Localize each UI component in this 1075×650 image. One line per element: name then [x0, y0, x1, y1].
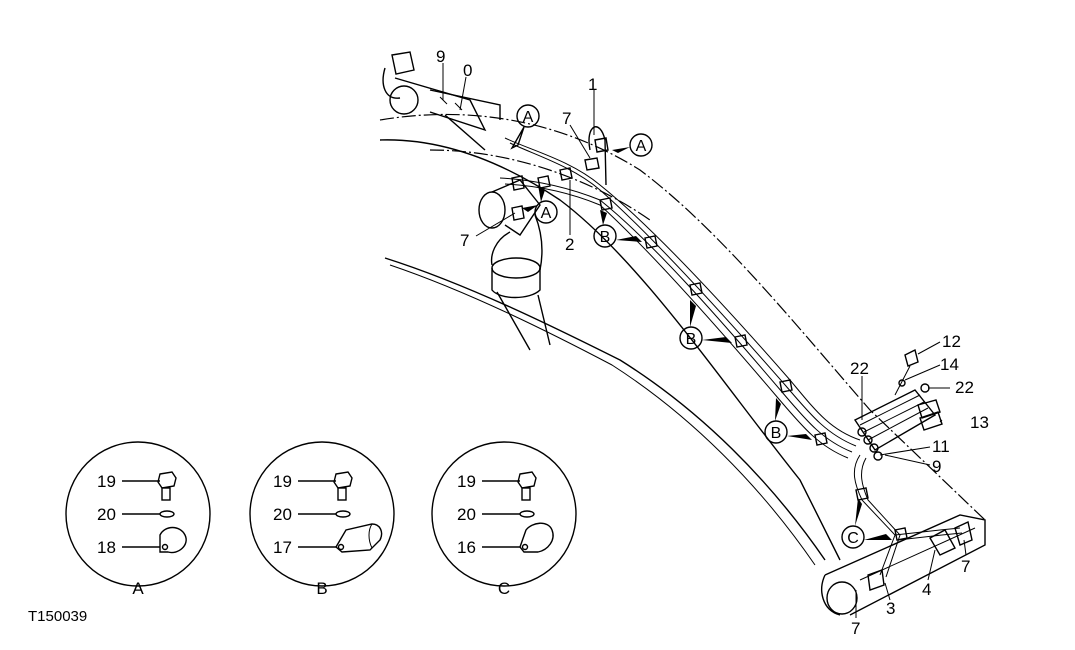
callout-7-left: 7: [460, 231, 469, 250]
svg-text:20: 20: [457, 505, 476, 524]
detail-b: 19 20 17 B: [249, 441, 395, 598]
detail-b-label: B: [316, 579, 327, 598]
callout-0-top: 0: [463, 61, 472, 80]
callout-22-right: 22: [955, 378, 974, 397]
hydraulic-line-bundle: [499, 126, 861, 459]
callout-7-right: 7: [961, 557, 970, 576]
clamp-marker-b-1: B: [593, 210, 642, 248]
bolt-icon: [157, 471, 177, 501]
detail-a: 19 20 18 A: [65, 441, 211, 598]
clamp-marker-b-3: B: [764, 398, 812, 444]
clamp-marker-a-top: A: [510, 104, 540, 150]
svg-text:17: 17: [273, 538, 292, 557]
svg-text:C: C: [847, 530, 859, 547]
svg-text:20: 20: [97, 505, 116, 524]
part-callouts: 9 0 1 7 7 2 12 14 22 22 13 11 9 3 4 7 7: [436, 47, 989, 638]
bolt-icon: [517, 471, 537, 501]
svg-text:19: 19: [457, 472, 476, 491]
callout-14: 14: [940, 355, 959, 374]
clamp-marker-a-right: A: [612, 133, 653, 157]
washer-icon: [159, 510, 175, 518]
callout-7-bottom: 7: [851, 619, 860, 638]
callout-7-upper: 7: [562, 109, 571, 128]
callout-22-left: 22: [850, 359, 869, 378]
svg-text:B: B: [600, 229, 611, 246]
svg-text:A: A: [636, 138, 647, 155]
clamp-icon: [335, 523, 383, 553]
detail-c-label: C: [498, 579, 510, 598]
washer-icon: [335, 510, 351, 518]
detail-a-label: A: [132, 579, 144, 598]
boom-outline: [379, 113, 986, 616]
callout-11: 11: [932, 437, 950, 456]
clamp-marker-b-2: B: [679, 300, 732, 350]
clamp-marker-a-mid: A: [522, 185, 558, 224]
callout-9-top: 9: [436, 47, 445, 66]
figure-id: T150039: [28, 608, 87, 625]
svg-text:19: 19: [273, 472, 292, 491]
callout-13: 13: [970, 413, 989, 432]
svg-text:19: 19: [97, 472, 116, 491]
svg-text:20: 20: [273, 505, 292, 524]
manifold-block: [853, 348, 943, 461]
callout-9-right: 9: [932, 457, 941, 476]
svg-text:A: A: [523, 109, 534, 126]
callout-3: 3: [886, 599, 895, 618]
clamp-icon: [159, 526, 187, 554]
lower-line-bundle: [853, 454, 973, 591]
bolt-icon: [333, 471, 353, 501]
callout-4: 4: [922, 580, 931, 599]
leader-lines: [442, 63, 967, 618]
svg-text:B: B: [771, 425, 782, 442]
svg-text:16: 16: [457, 538, 476, 557]
washer-icon: [519, 510, 535, 518]
top-left-fitting-block: [382, 51, 501, 151]
clamp-icon: [519, 522, 554, 553]
clamp-marker-c-1: C: [841, 498, 892, 549]
detail-c: 19 20 16 C: [431, 441, 577, 598]
callout-2: 2: [565, 235, 574, 254]
svg-text:B: B: [686, 331, 697, 348]
svg-text:A: A: [541, 205, 552, 222]
callout-12: 12: [942, 332, 961, 351]
boom-cylinder: [478, 179, 551, 351]
callout-1: 1: [588, 75, 597, 94]
svg-text:18: 18: [97, 538, 116, 557]
